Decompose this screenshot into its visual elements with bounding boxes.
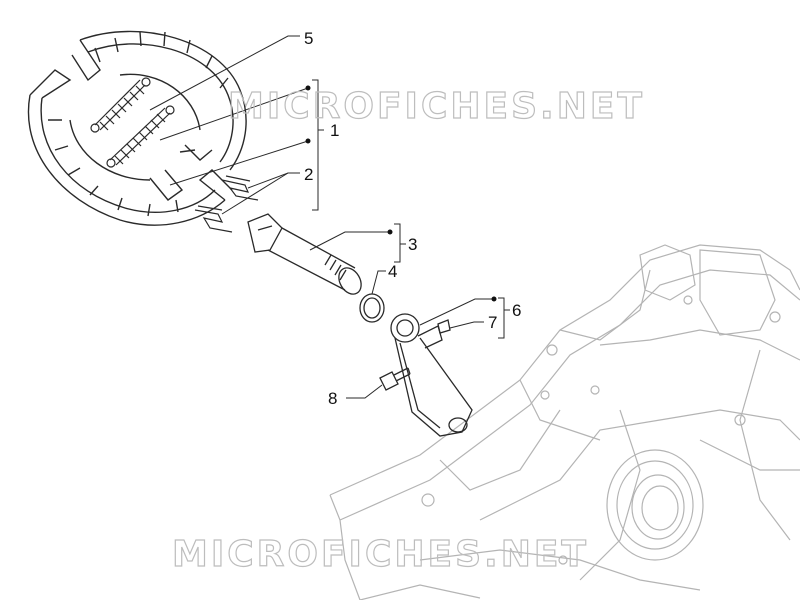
brake-shoes	[27, 30, 247, 226]
engine-casing	[329, 244, 800, 600]
washer	[359, 293, 385, 323]
callout-5: 5	[304, 29, 313, 48]
callout-8: 8	[328, 389, 337, 408]
brake-camshaft	[247, 213, 362, 295]
upper-spring	[90, 77, 151, 133]
lower-spring	[106, 105, 175, 168]
callout-7: 7	[488, 313, 497, 332]
brake-lever	[390, 313, 473, 437]
callout-4: 4	[388, 262, 397, 281]
watermark-top: MICROFICHES.NET	[228, 86, 645, 127]
callout-2: 2	[304, 165, 313, 184]
watermark-bottom: MICROFICHES.NET	[172, 534, 589, 575]
bolt	[379, 367, 411, 391]
callout-6: 6	[512, 301, 521, 320]
retaining-clips	[194, 175, 259, 233]
return-springs	[90, 77, 175, 168]
leader-lines	[149, 35, 510, 399]
callout-3: 3	[408, 235, 417, 254]
callout-1: 1	[330, 121, 339, 140]
leader-dots	[305, 85, 497, 302]
